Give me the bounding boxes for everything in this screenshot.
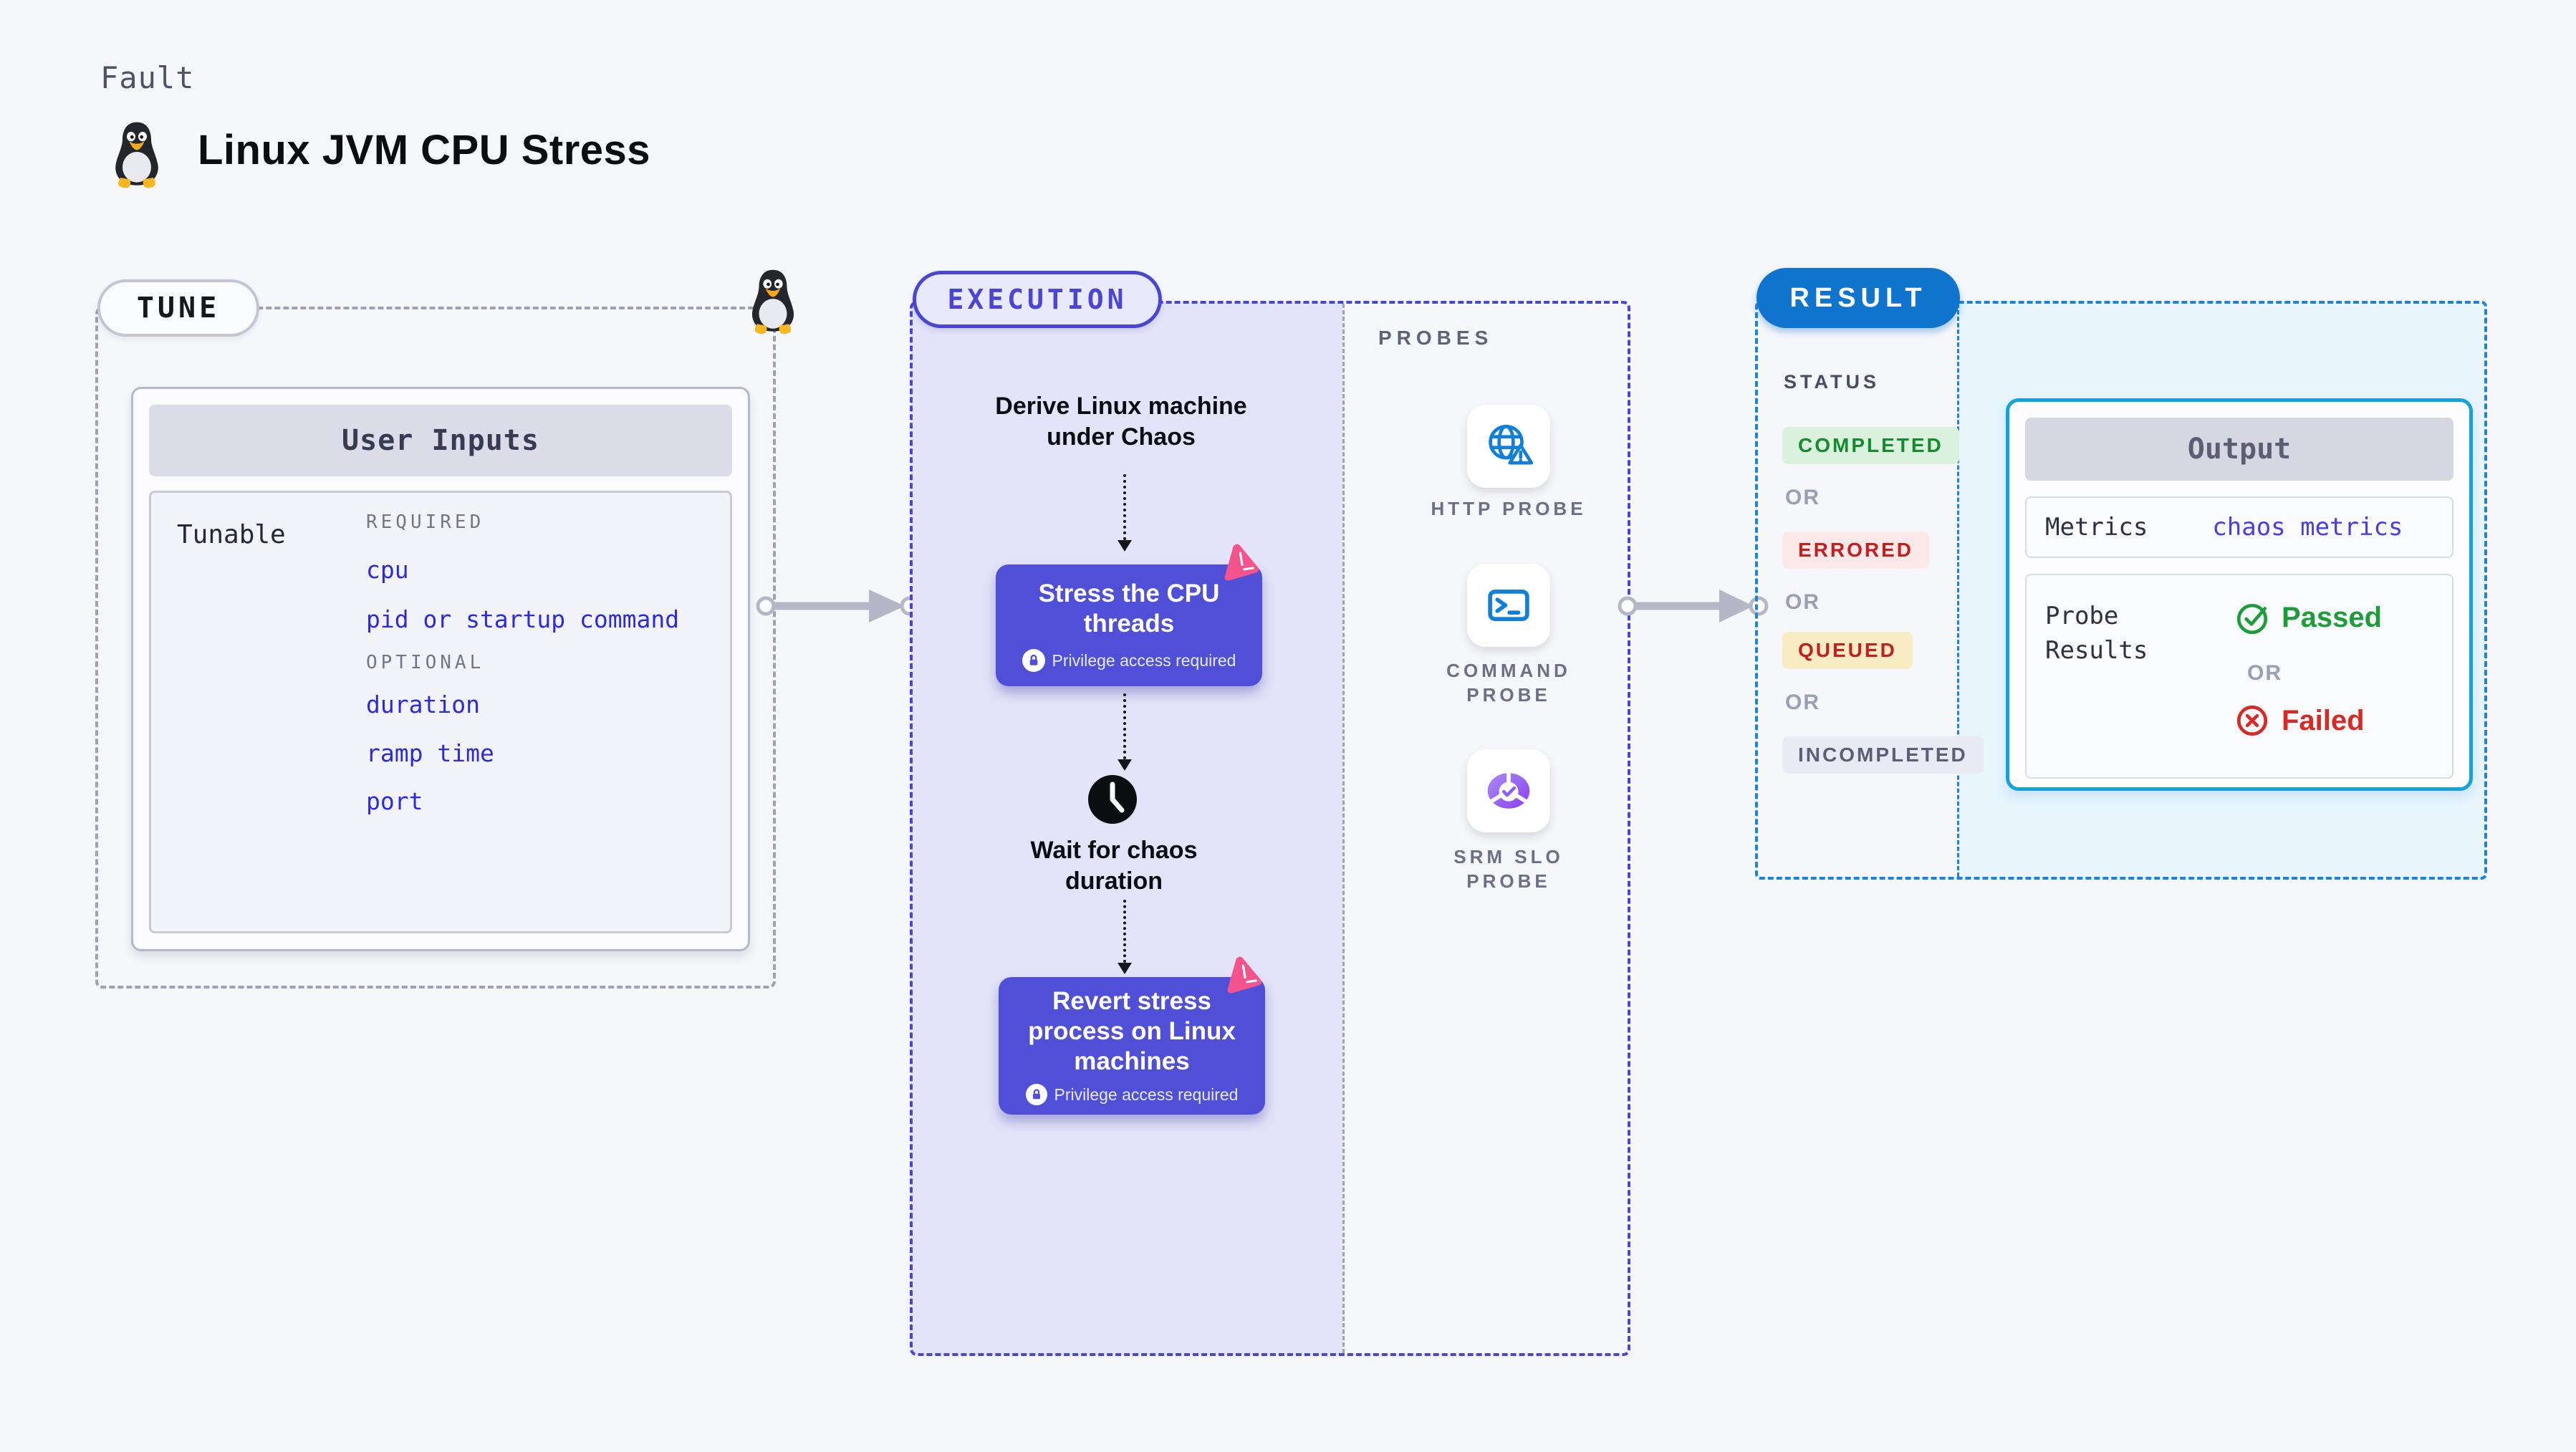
command-probe-label: COMMAND PROBE (1446, 660, 1571, 706)
result-section-box (1755, 301, 2487, 880)
output-card: Output Metrics chaos metrics Probe Resul… (2006, 398, 2473, 791)
flow-arrow-line (1123, 693, 1126, 759)
status-badge-completed: COMPLETED (1782, 427, 1959, 464)
flow-arrow-line (1123, 900, 1126, 963)
metrics-value-link[interactable]: chaos metrics (2212, 513, 2403, 542)
terminal-icon (1488, 590, 1529, 621)
passed-label: Passed (2282, 601, 2383, 633)
lock-icon (1022, 649, 1045, 672)
linux-tux-icon-small (751, 269, 794, 335)
http-probe-label: HTTP PROBE (1431, 498, 1587, 519)
lock-icon (1025, 1084, 1047, 1105)
or-separator: OR (1785, 590, 1820, 614)
tunable-row-label: Tunable (177, 520, 286, 549)
flow-arrow-line (1123, 474, 1126, 540)
tune-section-box (95, 307, 776, 989)
privilege-note: Privilege access required (1054, 1085, 1239, 1104)
flow-arrow-head (1118, 963, 1132, 974)
litmus-chaos-icon (1224, 544, 1259, 581)
tunable-cpu-link[interactable]: cpu (366, 556, 409, 584)
result-pill: RESULT (1756, 268, 1960, 328)
execution-to-result-arrow (1618, 590, 1769, 622)
step-wait-duration: Wait for chaos duration (1030, 837, 1198, 895)
probe-results-row: Probe Results Passed OR Failed (2025, 574, 2454, 779)
user-inputs-body: Tunable REQUIRED cpu pid or startup comm… (149, 491, 732, 933)
http-probe-card[interactable] (1467, 405, 1550, 488)
flow-arrow-head (1118, 540, 1132, 552)
probes-heading: PROBES (1378, 327, 1494, 349)
or-separator: OR (2247, 661, 2282, 685)
status-heading: STATUS (1784, 371, 1880, 393)
metrics-label: Metrics (2045, 513, 2148, 542)
litmus-chaos-icon (1227, 956, 1262, 994)
user-inputs-title: User Inputs (149, 405, 732, 476)
x-circle-icon (2236, 705, 2268, 736)
status-badge-incompleted: INCOMPLETED (1782, 736, 1984, 774)
revert-stress-label: Revert stress process on Linux machines (1028, 987, 1236, 1075)
tunable-ramp-time-link[interactable]: ramp time (366, 739, 494, 767)
stress-cpu-step-button[interactable]: Stress the CPU threads Privilege access … (996, 564, 1262, 686)
status-badge-errored: ERRORED (1782, 532, 1930, 569)
globe-alert-icon (1489, 424, 1534, 465)
output-title: Output (2025, 418, 2454, 481)
metrics-row: Metrics chaos metrics (2025, 496, 2454, 558)
status-output-divider (1957, 304, 1959, 877)
tunable-duration-link[interactable]: duration (366, 691, 480, 718)
or-separator: OR (1785, 691, 1820, 714)
linux-tux-icon (115, 122, 158, 188)
optional-heading: OPTIONAL (366, 652, 485, 673)
probe-results-label: Probe Results (2045, 602, 2148, 665)
stress-cpu-label: Stress the CPU threads (1038, 580, 1220, 638)
slo-donut-icon (1487, 771, 1530, 809)
flow-arrow-head (1118, 759, 1132, 771)
srm-slo-probe-label: SRM SLO PROBE (1453, 846, 1564, 892)
revert-stress-step-button[interactable]: Revert stress process on Linux machines … (999, 977, 1265, 1115)
execution-section-box (910, 301, 1630, 1356)
page-title: Linux JVM CPU Stress (198, 127, 651, 173)
execution-panel-fill (911, 302, 1342, 1355)
status-badge-queued: QUEUED (1782, 632, 1913, 669)
tunable-port-link[interactable]: port (366, 787, 423, 815)
tune-pill: TUNE (97, 279, 259, 337)
or-separator: OR (1785, 486, 1820, 509)
fault-eyebrow: Fault (100, 60, 195, 95)
failed-label: Failed (2282, 704, 2365, 736)
check-circle-icon (2236, 603, 2268, 635)
command-probe-card[interactable] (1467, 564, 1550, 647)
user-inputs-card: User Inputs Tunable REQUIRED cpu pid or … (131, 387, 750, 951)
clock-icon (1088, 775, 1137, 824)
tune-to-execution-arrow (756, 590, 920, 622)
privilege-note: Privilege access required (1052, 650, 1236, 670)
srm-slo-probe-card[interactable] (1467, 749, 1550, 832)
required-heading: REQUIRED (366, 511, 485, 533)
execution-probes-divider (1342, 304, 1345, 1353)
tunable-pid-link[interactable]: pid or startup command (366, 605, 680, 633)
step-derive-machine: Derive Linux machine under Chaos (995, 393, 1247, 451)
execution-pill: EXECUTION (913, 271, 1162, 328)
